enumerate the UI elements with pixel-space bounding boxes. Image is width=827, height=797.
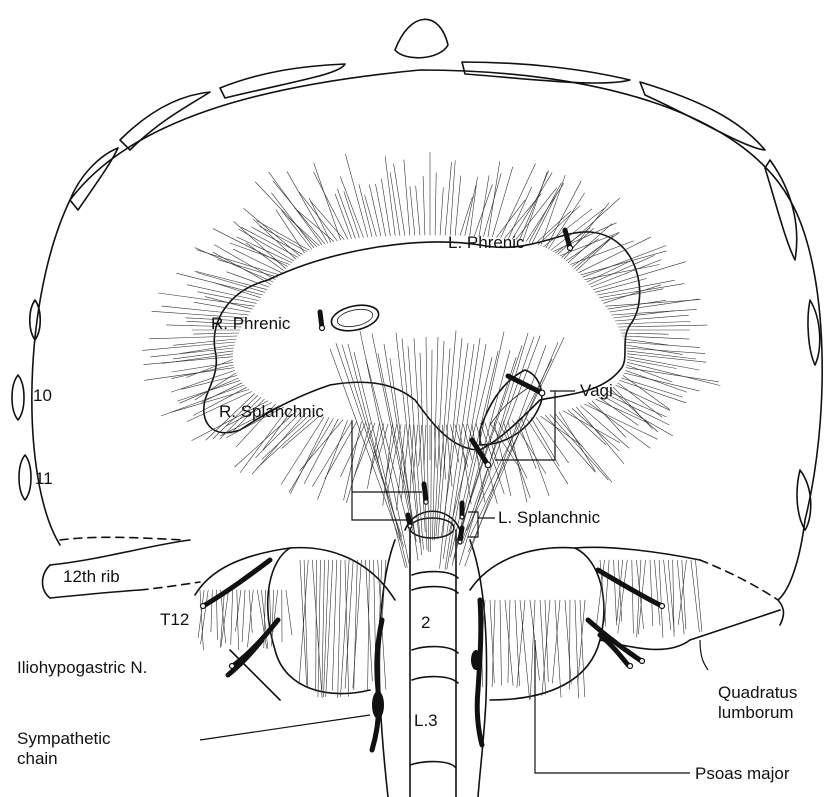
label-vagi: Vagi xyxy=(580,381,613,400)
label-quadratus-line2: lumborum xyxy=(718,703,794,722)
label-quadratus-line1: Quadratus xyxy=(718,683,797,702)
muscle-fibres xyxy=(142,152,720,699)
label-sympathetic-line2: chain xyxy=(17,749,58,768)
leader-lines xyxy=(200,391,708,773)
label-vertebra-2: 2 xyxy=(421,613,430,632)
label-l-phrenic: L. Phrenic xyxy=(448,233,525,252)
label-r-splanchnic: R. Splanchnic xyxy=(219,402,324,421)
label-t12: T12 xyxy=(160,610,189,629)
label-sympathetic-line1: Sympathetic xyxy=(17,729,111,748)
label-l-splanchnic: L. Splanchnic xyxy=(498,508,600,527)
label-iliohypogastric: Iliohypogastric N. xyxy=(17,658,147,677)
label-rib-11: 11 xyxy=(35,469,53,488)
label-vertebra-l3: L.3 xyxy=(414,711,438,730)
label-rib-12: 12th rib xyxy=(63,567,120,586)
nerves xyxy=(201,230,665,750)
label-r-phrenic: R. Phrenic xyxy=(211,314,290,333)
label-rib-10: 10 xyxy=(33,386,52,405)
diaphragm-outline xyxy=(12,19,822,797)
label-psoas-major: Psoas major xyxy=(695,764,789,783)
